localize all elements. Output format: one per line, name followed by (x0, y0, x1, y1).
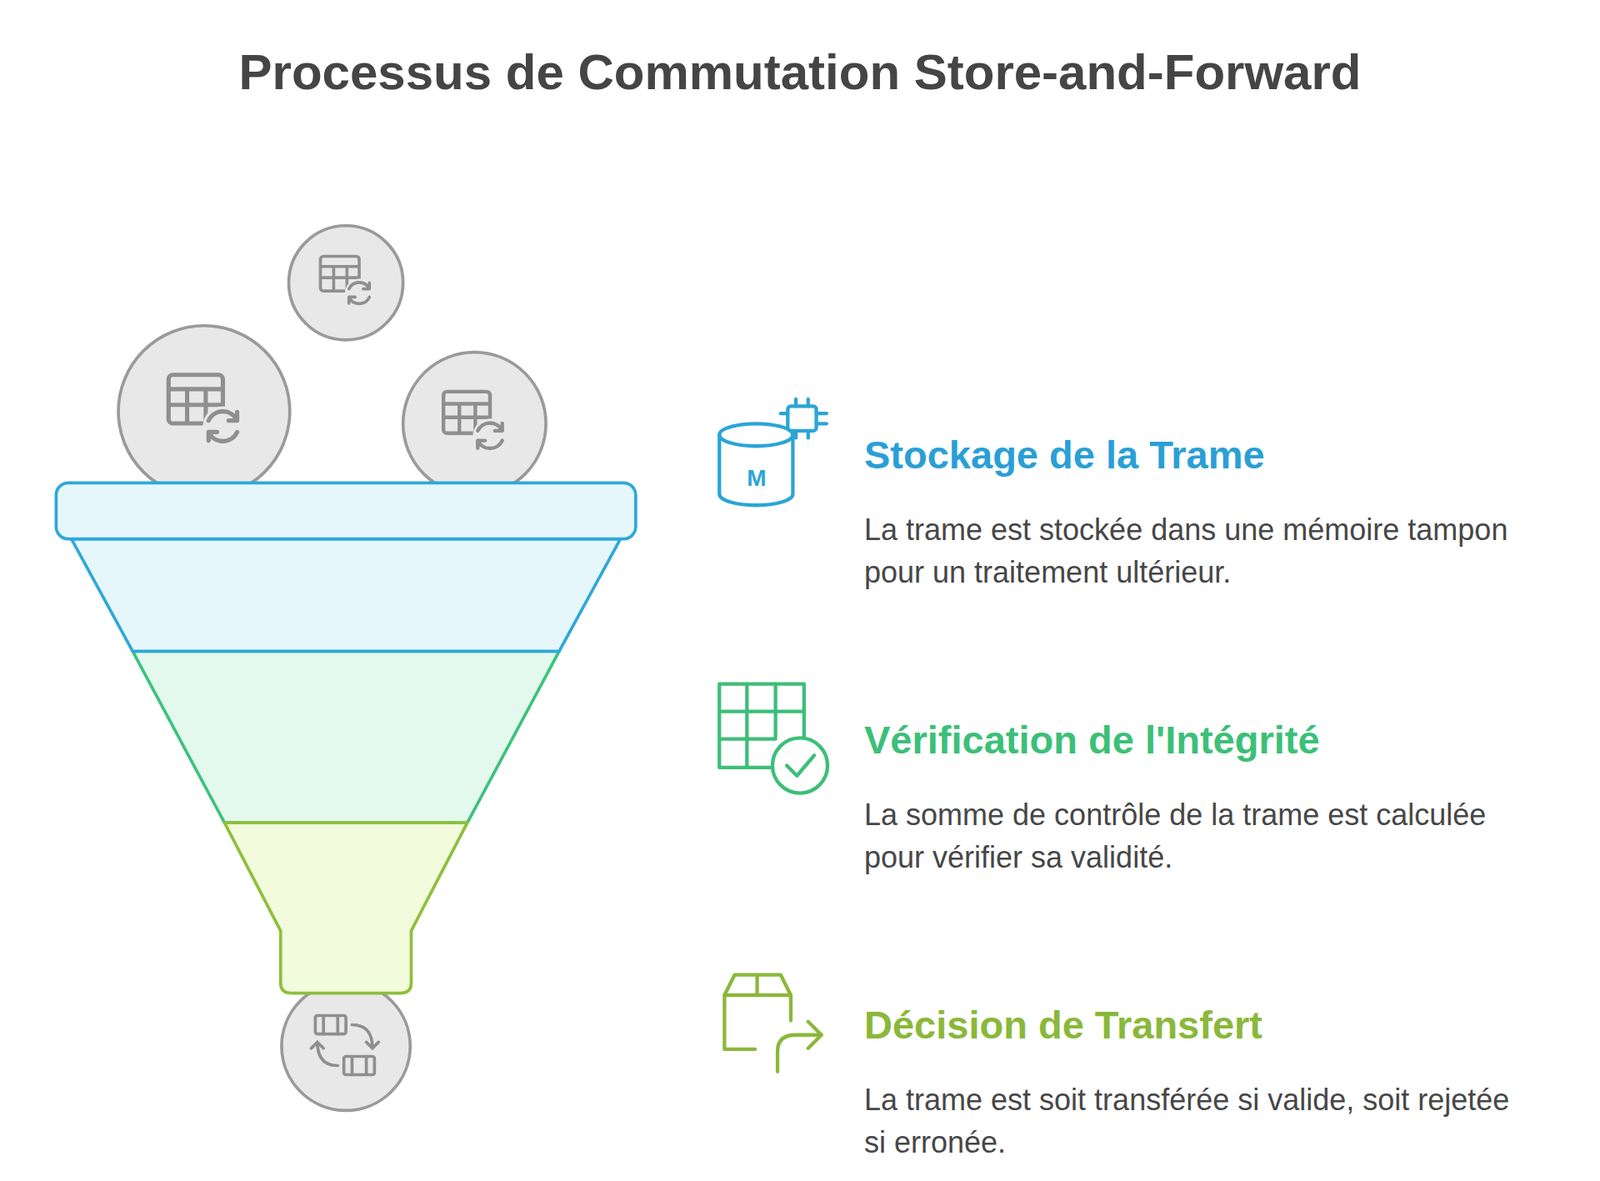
step-block: Décision de Transfert La trame est soit t… (864, 1001, 1531, 1164)
memory-letter: M (746, 465, 766, 492)
frame-icon (443, 391, 507, 453)
step-block: Stockage de la Trame La trame est stockée… (864, 431, 1531, 594)
frame-icon (320, 255, 374, 307)
diagram-title: Processus de Commutation Store-and-Forwa… (0, 43, 1600, 101)
funnel-rim (55, 482, 636, 539)
output-icon (310, 1015, 379, 1075)
step-description: La trame est stockée dans une mémoire ta… (864, 508, 1531, 594)
funnel-band (224, 822, 467, 993)
funnel-band (71, 539, 621, 652)
step-heading: Décision de Transfert (864, 1001, 1531, 1049)
forward-icon (724, 975, 821, 1072)
step-description: La somme de contrôle de la trame est cal… (864, 793, 1531, 879)
memory-icon (719, 399, 827, 505)
step-heading: Stockage de la Trame (864, 431, 1531, 479)
step-heading: Vérification de l'Intégrité (864, 716, 1531, 764)
step-block: Vérification de l'Intégrité La somme de c… (864, 716, 1531, 879)
checksum-icon (719, 684, 828, 794)
step-description: La trame est soit transférée si valide, … (864, 1078, 1531, 1164)
funnel-band (132, 650, 560, 823)
frame-icon (168, 375, 243, 447)
